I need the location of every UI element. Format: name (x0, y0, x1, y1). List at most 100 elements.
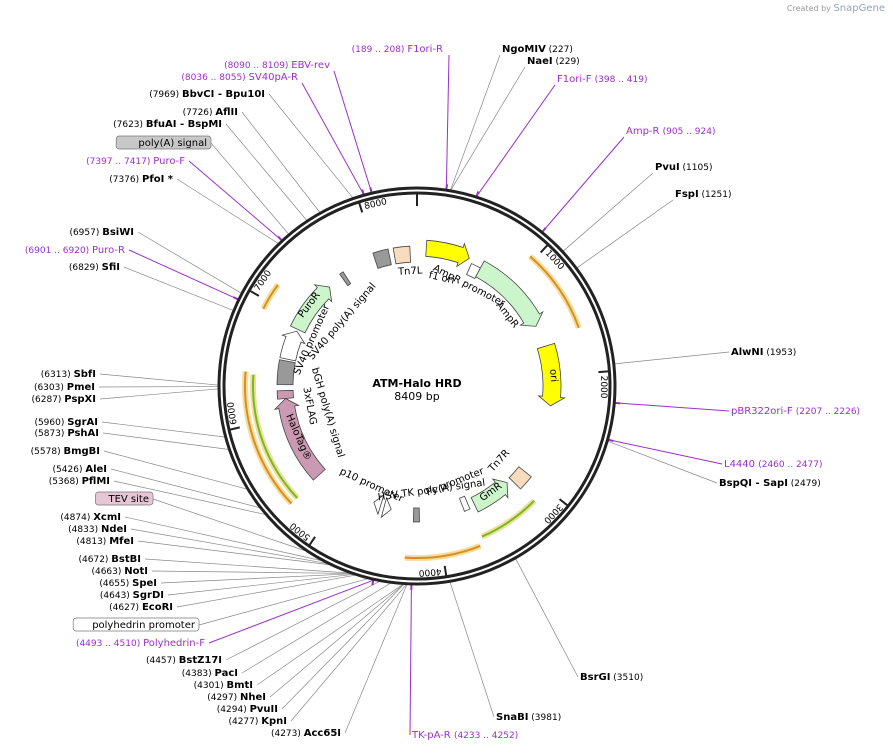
gmr-arrow (470, 478, 509, 513)
site-name: BstBI (111, 554, 141, 565)
leader-line (563, 172, 654, 252)
leader-lines (98, 54, 730, 736)
site-name-extra: - Bpu10I (214, 89, 265, 100)
primer-label: (7397 .. 7417) Puro-F (86, 156, 185, 167)
site-label: (4297) NheI (207, 692, 266, 703)
leader-line (144, 558, 349, 574)
leader-line (241, 111, 321, 213)
site-label: (4874) XcmI (60, 512, 121, 523)
primer-position: (189 .. 208) (352, 45, 408, 55)
site-label: (7623) BfuAI - BspMI (113, 119, 222, 130)
site-label: (4655) SpeI (99, 578, 157, 589)
site-position: (229) (553, 57, 580, 67)
arc-line (404, 544, 481, 560)
leader-line (450, 54, 501, 190)
site-position: (6303) (34, 383, 67, 393)
feature-tag-label: polyhedrin promoter (92, 620, 196, 631)
leader-line (124, 516, 322, 561)
leader-line (128, 249, 239, 300)
leader-line (102, 432, 229, 450)
leader-line (515, 558, 579, 678)
site-name: SnaBI (496, 712, 528, 723)
tn7l-box (392, 245, 412, 265)
leader-line (225, 123, 307, 221)
tick-label: 2000 (598, 376, 608, 399)
site-name: PvuII (250, 704, 278, 715)
site-position: (1953) (764, 348, 797, 358)
site-position: (2479) (788, 479, 821, 489)
site-name-extra: - BspMI (176, 119, 222, 130)
plasmid-backbone (217, 186, 617, 586)
site-position: (4813) (76, 537, 109, 547)
puror-arrow (289, 284, 333, 334)
site-name: BstZ17I (179, 655, 222, 666)
leader-line (614, 351, 730, 365)
primer-position: (4493 .. 4510) (76, 639, 143, 649)
site-position: (7726) (183, 108, 216, 118)
bgh-polya-box (276, 359, 296, 386)
feature-tag (115, 135, 212, 150)
site-label: (4643) SgrDI (100, 590, 164, 601)
ampr-arrow (475, 260, 544, 327)
site-position: (5368) (49, 477, 82, 487)
feature-tag (72, 617, 200, 632)
primer-label: L4440 (2460 .. 2477) (724, 459, 822, 470)
site-position: (3981) (528, 713, 561, 723)
arc-line (244, 371, 293, 505)
site-name: PspXI (64, 394, 96, 405)
leader-line (445, 54, 450, 190)
leader-line (241, 582, 391, 674)
leader-line (476, 84, 556, 197)
sv40-polya-box-2 (372, 248, 392, 269)
plasmid-length: 8409 bp (394, 390, 439, 403)
site-label: (6287) PspXI (32, 394, 97, 405)
site-label: (4457) BstZ17I (146, 655, 222, 666)
site-label: (5578) BmgBI (31, 446, 100, 457)
site-label: BsrGI (3510) (580, 672, 643, 683)
primer-name: Puro-F (153, 156, 185, 167)
sv40-promoter-arrow (279, 330, 306, 362)
site-position: (4383) (182, 669, 215, 679)
leader-line (99, 373, 219, 386)
primer-position: (6901 .. 6920) (25, 246, 92, 256)
leader-line (256, 584, 403, 686)
leader-line (188, 160, 282, 241)
primer-tick (232, 296, 239, 301)
site-label: (4273) Acc65I (271, 728, 341, 739)
site-name: XcmI (93, 512, 121, 523)
primer-position: (8090 .. 8109) (224, 61, 291, 71)
site-position: (4655) (99, 579, 132, 589)
site-name: SfiI (102, 262, 120, 273)
site-label: (4813) MfeI (76, 536, 134, 547)
primer-name: Polyhedrin-F (143, 638, 205, 649)
primer-position: (2207 .. 2226) (796, 407, 860, 417)
map-center: ATM-Halo HRD 8409 bp (372, 377, 461, 403)
primer-position: (4233 .. 4252) (454, 731, 518, 741)
site-name: PacI (215, 668, 238, 679)
tick-label: 6000 (226, 401, 239, 425)
site-label: (6303) PmeI (34, 382, 95, 393)
leader-line (281, 584, 404, 710)
site-label: BspQI - SapI (2479) (719, 478, 821, 489)
hsv-tk-polya-box (412, 507, 420, 523)
leader-line (210, 142, 289, 235)
leader-line (103, 450, 247, 490)
site-position: (4663) (91, 567, 124, 577)
site-label: (4277) KpnI (228, 716, 287, 727)
site-name: AlwNI (731, 347, 764, 358)
feature-tag-label: poly(A) signal (138, 138, 207, 149)
primer-name: Puro-R (92, 245, 125, 256)
site-label: (7376) PfoI * (109, 174, 174, 185)
site-label: NaeI (229) (527, 56, 580, 67)
site-position: (4273) (271, 729, 304, 739)
primer-label: (6901 .. 6920) Puro-R (25, 245, 125, 256)
site-label: (6313) SbfI (41, 369, 96, 380)
site-label: (4672) BstBI (79, 554, 142, 565)
tick-mark (308, 536, 316, 547)
site-label: (4294) PvuII (217, 704, 278, 715)
site-position: (6957) (69, 228, 102, 238)
primer-position: (8036 .. 8055) (181, 73, 248, 83)
leader-line (409, 584, 412, 736)
site-position: (4833) (68, 525, 101, 535)
site-position: (5960) (34, 418, 67, 428)
